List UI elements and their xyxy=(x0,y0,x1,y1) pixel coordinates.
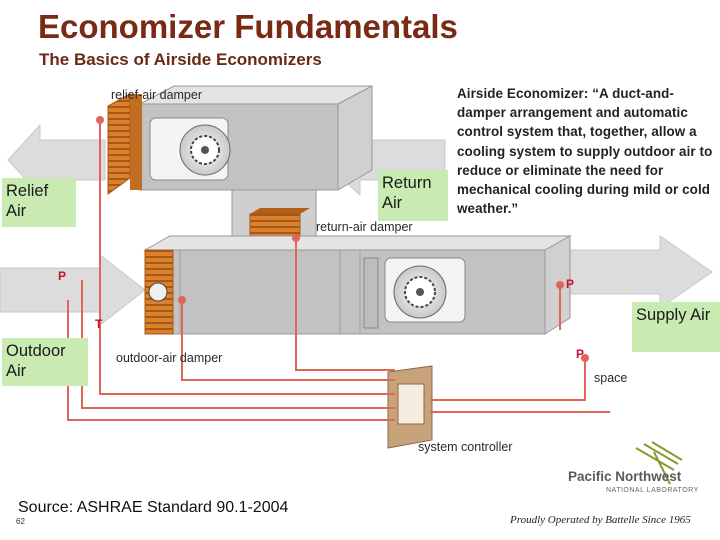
economizer-definition: Airside Economizer: “A duct-and-damper a… xyxy=(457,86,713,217)
air-handling-unit xyxy=(143,235,572,335)
outdoor-air-damper-label: outdoor-air damper xyxy=(116,351,222,365)
relief-air-label: Relief Air xyxy=(2,178,76,227)
relief-air-arrow xyxy=(7,123,106,197)
logo-subname: NATIONAL LABORATORY xyxy=(606,487,699,494)
source-citation: Source: ASHRAE Standard 90.1-2004 xyxy=(18,499,289,516)
return-fan xyxy=(149,117,231,181)
control-wiring xyxy=(67,120,610,421)
pressure-sensor-supply: P xyxy=(566,277,574,291)
supply-fan xyxy=(384,257,466,323)
supply-air-label: Supply Air xyxy=(632,302,720,352)
return-air-damper-label: return-air damper xyxy=(316,220,413,234)
outdoor-air-label: Outdoor Air xyxy=(2,338,88,386)
logo-tagline: Proudly Operated by Battelle Since 1965 xyxy=(510,514,691,526)
supply-air-arrow xyxy=(559,235,713,309)
slide-subtitle: The Basics of Airside Economizers xyxy=(39,50,322,69)
space-label: space xyxy=(594,371,627,385)
sensor-dots xyxy=(96,116,589,362)
outdoor-air-arrow xyxy=(0,253,146,327)
pnnl-logo: Pacific Northwest NATIONAL LABORATORY xyxy=(568,441,699,494)
system-controller-device xyxy=(387,365,433,449)
pressure-sensor-space: P xyxy=(576,347,584,361)
slide-number: 62 xyxy=(16,517,25,526)
pressure-sensor-outdoor: P xyxy=(58,269,66,283)
system-controller-label: system controller xyxy=(418,440,512,454)
relief-air-damper-label: relief-air damper xyxy=(111,88,202,102)
temperature-sensor-outdoor: T xyxy=(95,317,103,331)
outdoor-air-damper xyxy=(144,249,174,335)
slide-title: Economizer Fundamentals xyxy=(38,8,458,45)
relief-air-damper xyxy=(107,93,142,195)
logo-name: Pacific Northwest xyxy=(568,469,682,484)
return-air-label: Return Air xyxy=(378,170,448,221)
economizer-diagram: P T P P relief-air damper return-air dam… xyxy=(0,85,713,454)
